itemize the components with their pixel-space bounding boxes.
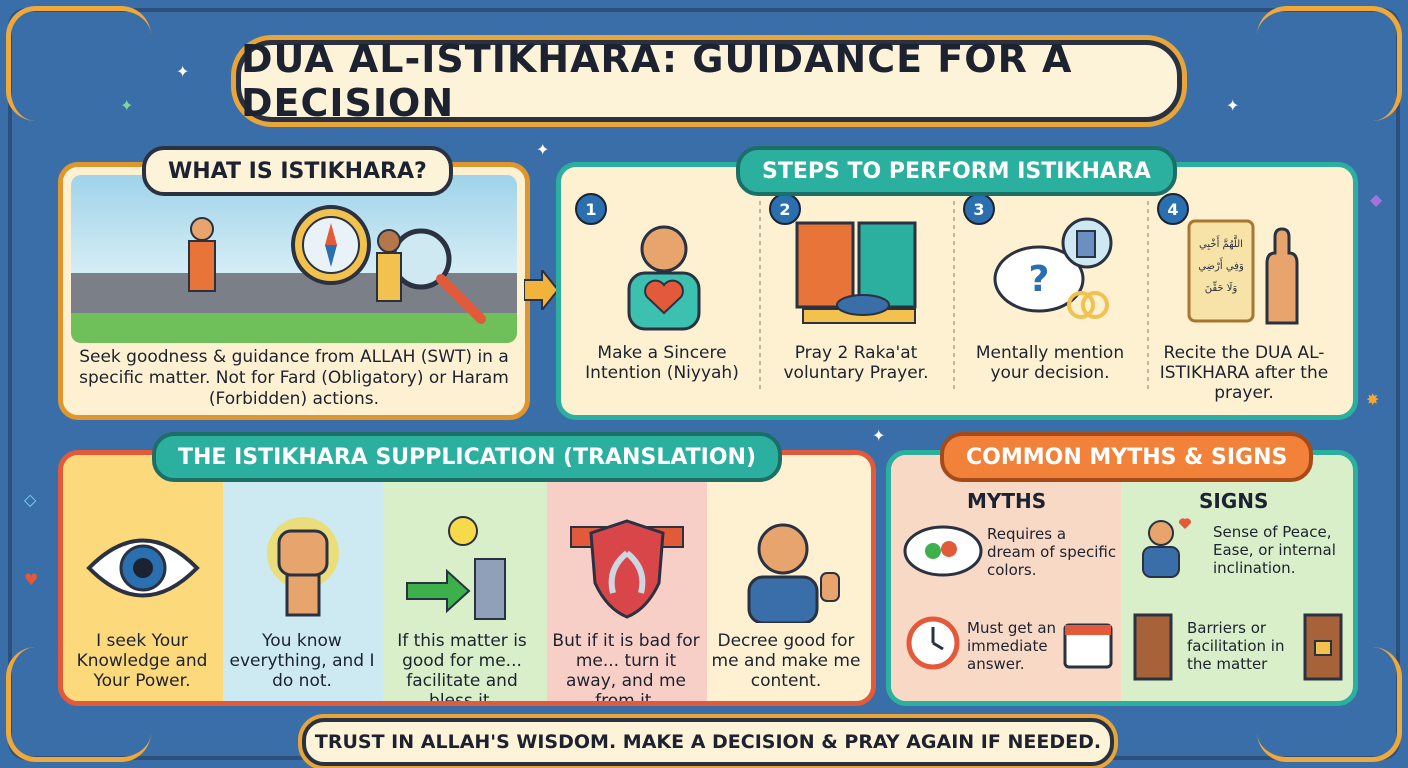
shield-icon: [570, 519, 684, 619]
what-heading: WHAT IS ISTIKHARA?: [142, 146, 453, 196]
signs-title: SIGNS: [1199, 489, 1269, 513]
sparkle-icon: ✦: [1226, 96, 1240, 115]
supplication-item-1: I seek Your Knowledge and Your Power.: [63, 455, 223, 701]
scroll-icon: اللَّهُمَّ أَخْبِي وَفِي أَرْضِي وَلَا ح…: [1187, 219, 1299, 325]
eye-icon: [86, 538, 200, 598]
divider: [1147, 201, 1149, 391]
myth-item: Must get an immediate answer.: [967, 619, 1057, 673]
steps-heading: STEPS TO PERFORM ISTIKHARA: [736, 146, 1177, 196]
compass-icon: [188, 205, 486, 324]
myth-item: Requires a dream of specific colors.: [987, 525, 1117, 579]
heart-icon: [627, 225, 701, 331]
corner-ornament: [6, 647, 151, 762]
arabic-line: وَلَا حَقِّنَ: [1205, 281, 1238, 294]
supplication-label: Decree good for me and make me content.: [711, 631, 861, 691]
step-1: 1 Make a Sincere Intention (Niyyah): [569, 193, 755, 409]
arabic-line: اللَّهُمَّ أَخْبِي: [1199, 235, 1243, 251]
divider: [953, 201, 955, 391]
supplication-label: You know everything, and I do not.: [229, 631, 375, 691]
fist-icon: [267, 517, 339, 617]
prayer-mat-icon: [795, 221, 917, 324]
myths-title: MYTHS: [967, 489, 1047, 513]
step-number: 4: [1157, 193, 1189, 225]
peace-person-icon: [1142, 518, 1192, 578]
star-icon: ✸: [1366, 390, 1380, 409]
supplication-item-2: You know everything, and I do not.: [223, 455, 383, 701]
sparkle-icon: ✦: [536, 140, 550, 159]
diamond-icon: ◇: [24, 490, 37, 509]
supplication-label: If this matter is good for me... facilit…: [397, 631, 527, 706]
lightbulb-icon: [406, 516, 506, 620]
what-description: Seek goodness & guidance from ALLAH (SWT…: [79, 347, 509, 409]
sparkle-icon: ✦: [120, 96, 134, 115]
step-number: 2: [769, 193, 801, 225]
steps-panel: 1 Make a Sincere Intention (Niyyah) 2 Pr…: [556, 162, 1358, 420]
step-2: 2 Pray 2 Raka'at voluntary Prayer.: [763, 193, 949, 409]
heart-icon: ♥: [24, 570, 39, 589]
clock-icon: [906, 616, 960, 670]
thought-cloud-icon: ?: [993, 217, 1113, 319]
corner-ornament: [1257, 647, 1402, 762]
divider: [759, 201, 761, 391]
step-label: Make a Sincere Intention (Niyyah): [585, 343, 739, 383]
step-number: 1: [575, 193, 607, 225]
dream-cloud-icon: [903, 525, 983, 577]
sparkle-icon: ✦: [872, 426, 886, 445]
supplication-panel: I seek Your Knowledge and Your Power. Yo…: [58, 450, 876, 706]
supplication-label: I seek Your Knowledge and Your Power.: [76, 631, 208, 691]
what-panel: Seek goodness & guidance from ALLAH (SWT…: [58, 162, 530, 420]
step-number: 3: [963, 193, 995, 225]
sign-item: Sense of Peace, Ease, or internal inclin…: [1213, 523, 1336, 577]
thumbs-up-icon: [747, 523, 840, 623]
step-label: Recite the DUA AL-ISTIKHARA after the pr…: [1159, 343, 1329, 403]
arabic-line: وَفِي أَرْضِي: [1198, 257, 1244, 272]
myths-panel: MYTHS SIGNS Requires a dream of specific…: [886, 450, 1358, 706]
page-title: DUA AL-ISTIKHARA: GUIDANCE FOR A DECISIO…: [241, 37, 1073, 125]
sparkle-icon: ◆: [1370, 190, 1383, 209]
step-4: 4 اللَّهُمَّ أَخْبِي وَفِي أَرْضِي وَلَا…: [1151, 193, 1337, 409]
step-label: Mentally mention your decision.: [975, 343, 1125, 383]
svg-text:?: ?: [1029, 259, 1050, 300]
crossroads-scene: [71, 175, 517, 343]
calendar-icon: [1063, 623, 1113, 669]
sparkle-icon: ✦: [176, 62, 190, 81]
supplication-label: But if it is bad for me... turn it away,…: [552, 631, 700, 706]
supplication-item-5: Decree good for me and make me content.: [707, 455, 871, 701]
supplication-heading: THE ISTIKHARA SUPPLICATION (TRANSLATION): [152, 432, 783, 482]
footer-banner: TRUST IN ALLAH'S WISDOM. MAKE A DECISION…: [302, 718, 1114, 766]
myths-heading: COMMON MYTHS & SIGNS: [940, 432, 1314, 482]
step-3: 3 ? Mentally mention your decision.: [957, 193, 1143, 409]
arrow-right-icon: [524, 270, 558, 310]
sign-item: Barriers or facilitation in the matter: [1187, 619, 1285, 673]
step-label: Pray 2 Raka'at voluntary Prayer.: [783, 343, 929, 383]
title-banner: DUA AL-ISTIKHARA: GUIDANCE FOR A DECISIO…: [236, 37, 1182, 125]
corner-ornament: [6, 6, 151, 121]
supplication-item-3: If this matter is good for me... facilit…: [383, 455, 547, 701]
corner-ornament: [1257, 6, 1402, 121]
lock-door-icon: [1303, 613, 1343, 681]
door-icon: [1133, 613, 1173, 681]
supplication-item-4: But if it is bad for me... turn it away,…: [547, 455, 707, 701]
